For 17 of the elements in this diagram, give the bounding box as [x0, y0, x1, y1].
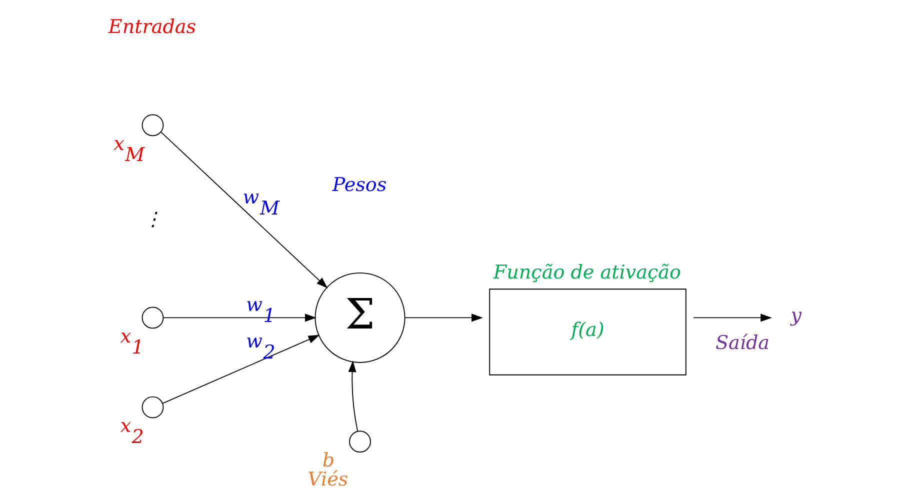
- node-circle: [141, 114, 164, 136]
- node-circle: [348, 430, 370, 453]
- node-circle: [141, 306, 164, 329]
- node-text: y: [790, 304, 802, 327]
- arrow: [162, 334, 320, 404]
- label: Pesos: [332, 174, 386, 196]
- arrow: [404, 314, 482, 322]
- arrow: [692, 314, 772, 322]
- arrow: [348, 360, 358, 432]
- node-circle: [141, 396, 164, 418]
- node-box: f(a): [488, 288, 686, 376]
- label: Entradas: [108, 16, 196, 38]
- node-label: Função de ativação: [492, 262, 680, 284]
- node-label: Saída: [714, 332, 770, 354]
- arrow: [160, 132, 328, 288]
- arrow: [162, 314, 316, 322]
- label: ⋮: [143, 208, 162, 230]
